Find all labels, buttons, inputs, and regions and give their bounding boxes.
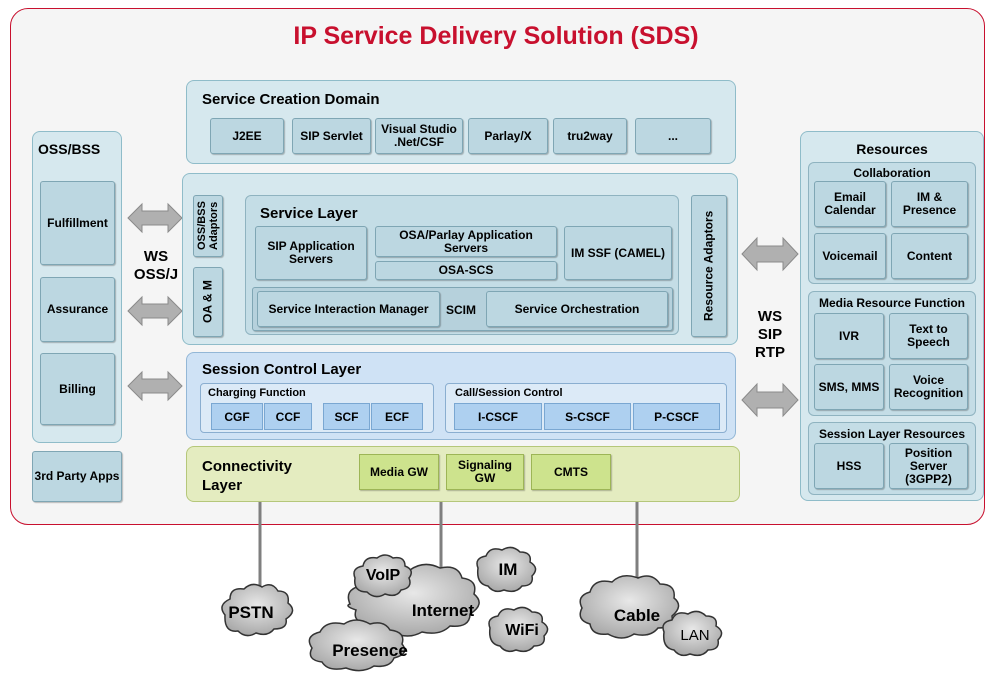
cmts-box: CMTS bbox=[531, 454, 611, 490]
diagram-title: IP Service Delivery Solution (SDS) bbox=[293, 22, 699, 50]
service-orchestration-box: Service Orchestration bbox=[486, 291, 668, 327]
presence-label: Presence bbox=[332, 641, 408, 660]
oss-arrows bbox=[127, 202, 183, 402]
ws-oss-line-1: WS bbox=[143, 248, 169, 265]
scf-box: SCF bbox=[323, 403, 370, 430]
oam-box: OA & M bbox=[193, 267, 223, 337]
sip-application-servers-box: SIP Application Servers bbox=[255, 226, 367, 280]
call-session-control-label: Call/Session Control bbox=[455, 387, 563, 399]
arrow-billing bbox=[127, 370, 183, 402]
sip-servlet-box: SIP Servlet bbox=[292, 118, 371, 154]
charging-function-label: Charging Function bbox=[208, 387, 306, 399]
lan-label: LAN bbox=[680, 627, 710, 644]
text-to-speech-box: Text to Speech bbox=[889, 313, 968, 359]
content-box: Content bbox=[891, 233, 968, 279]
presence-cloud bbox=[308, 619, 406, 672]
ws-oss-label: WS OSS/J bbox=[128, 248, 184, 284]
session-control-title: Session Control Layer bbox=[202, 361, 362, 378]
parlay-x-box: Parlay/X bbox=[468, 118, 548, 154]
ccf-box: CCF bbox=[264, 403, 312, 430]
pstn-label: PSTN bbox=[228, 603, 274, 622]
resources-title: Resources bbox=[856, 141, 928, 157]
voicemail-box: Voicemail bbox=[814, 233, 886, 279]
third-party-apps-box: 3rd Party Apps bbox=[32, 451, 122, 502]
cgf-box: CGF bbox=[211, 403, 263, 430]
ws-sip-line-2: SIP bbox=[757, 326, 783, 343]
i-cscf-box: I-CSCF bbox=[454, 403, 542, 430]
sms-mms-box: SMS, MMS bbox=[814, 364, 884, 410]
ws-sip-line-1: WS bbox=[757, 308, 783, 325]
more-box: ... bbox=[635, 118, 711, 154]
im-label: IM bbox=[498, 560, 518, 579]
s-cscf-box: S-CSCF bbox=[544, 403, 631, 430]
resource-arrows bbox=[741, 236, 799, 418]
internet-label: Internet bbox=[411, 601, 475, 620]
session-layer-resources-title: Session Layer Resources bbox=[818, 427, 966, 441]
voice-recognition-box: Voice Recognition bbox=[889, 364, 968, 410]
cable-cloud bbox=[579, 575, 680, 639]
network-clouds bbox=[221, 546, 723, 672]
osa-scs-box: OSA-SCS bbox=[375, 261, 557, 280]
j2ee-box: J2EE bbox=[210, 118, 284, 154]
hss-box: HSS bbox=[814, 443, 884, 489]
visual-studio-box: Visual Studio .Net/CSF bbox=[375, 118, 463, 154]
voip-cloud bbox=[353, 554, 412, 598]
signaling-gw-box: Signaling GW bbox=[446, 454, 524, 490]
oss-bss-adaptors-box: OSS/BSS Adaptors bbox=[193, 195, 223, 257]
billing-box: Billing bbox=[40, 353, 115, 425]
lan-cloud bbox=[662, 610, 723, 657]
ws-oss-line-2: OSS/J bbox=[133, 266, 179, 283]
im-cloud bbox=[476, 546, 537, 593]
wifi-cloud bbox=[488, 606, 549, 653]
im-presence-box: IM & Presence bbox=[891, 181, 968, 227]
voip-label: VoIP bbox=[365, 567, 401, 584]
oss-bss-title: OSS/BSS bbox=[38, 141, 101, 157]
ws-sip-line-3: RTP bbox=[755, 344, 785, 361]
assurance-box: Assurance bbox=[40, 277, 115, 342]
p-cscf-box: P-CSCF bbox=[633, 403, 720, 430]
media-resource-title: Media Resource Function bbox=[818, 296, 966, 310]
email-calendar-box: Email Calendar bbox=[814, 181, 886, 227]
collaboration-title: Collaboration bbox=[853, 166, 931, 180]
ecf-box: ECF bbox=[371, 403, 423, 430]
resource-adaptors-box: Resource Adaptors bbox=[691, 195, 727, 337]
arrow-resources-top bbox=[741, 236, 799, 272]
service-creation-title: Service Creation Domain bbox=[202, 91, 380, 108]
service-layer-title: Service Layer bbox=[260, 205, 358, 222]
wifi-label: WiFi bbox=[505, 622, 539, 639]
ws-sip-rtp-label: WS SIP RTP bbox=[742, 308, 798, 362]
cable-label: Cable bbox=[613, 606, 661, 625]
pstn-cloud bbox=[221, 583, 294, 637]
osa-parlay-box: OSA/Parlay Application Servers bbox=[375, 226, 557, 257]
service-interaction-manager-box: Service Interaction Manager bbox=[257, 291, 440, 327]
connectivity-title: Connectivity Layer bbox=[202, 458, 293, 494]
fulfillment-box: Fulfillment bbox=[40, 181, 115, 265]
scim-label: SCIM bbox=[446, 303, 476, 317]
position-server-box: Position Server (3GPP2) bbox=[889, 443, 968, 489]
im-ssf-box: IM SSF (CAMEL) bbox=[564, 226, 672, 280]
ivr-box: IVR bbox=[814, 313, 884, 359]
media-gw-box: Media GW bbox=[359, 454, 439, 490]
arrow-resources-bottom bbox=[741, 382, 799, 418]
tru2way-box: tru2way bbox=[553, 118, 627, 154]
